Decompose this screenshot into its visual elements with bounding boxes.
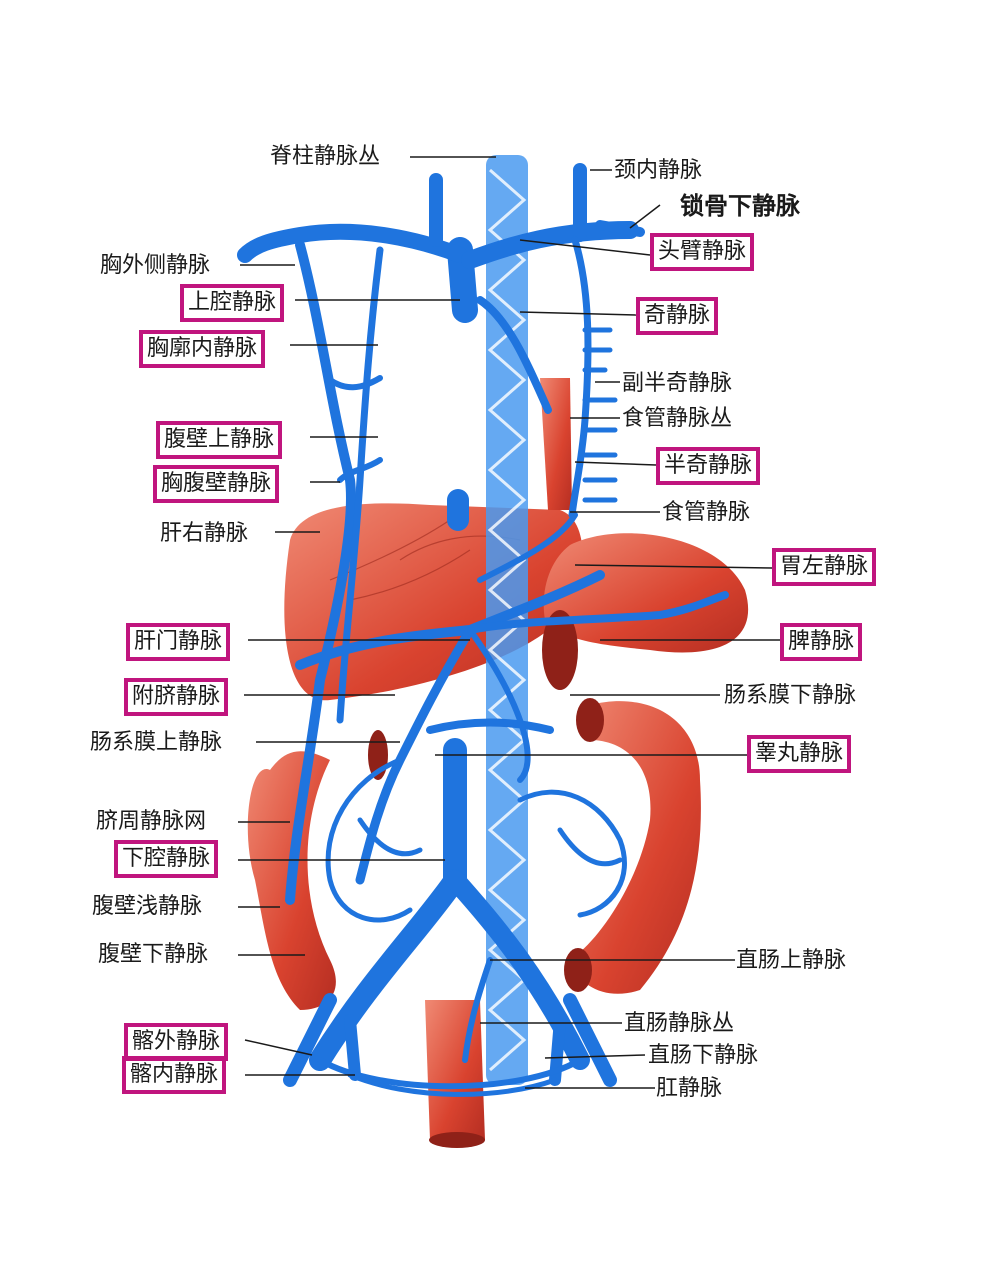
label-accessory-hemiazygos: 副半奇静脉: [622, 371, 733, 396]
label-brachiocephalic: 头臂静脉: [650, 233, 755, 271]
label-rectal-plexus: 直肠静脉丛: [624, 1011, 735, 1036]
label-superior-mesenteric: 肠系膜上静脉: [90, 730, 223, 755]
label-lateral-thoracic: 胸外侧静脉: [100, 253, 211, 278]
label-left-gastric: 胃左静脉: [772, 548, 877, 586]
rectum: [425, 1000, 485, 1148]
label-inferior-epigastric: 腹壁下静脉: [98, 942, 209, 967]
label-inferior-vena-cava: 下腔静脉: [114, 840, 219, 878]
label-internal-thoracic: 胸廓内静脉: [139, 330, 266, 368]
label-superficial-epigastric: 腹壁浅静脉: [92, 894, 203, 919]
label-thoracoepigastric: 胸腹壁静脉: [153, 465, 280, 503]
label-azygos: 奇静脉: [636, 297, 719, 335]
label-testicular: 睾丸静脉: [747, 735, 852, 773]
leader-lines: [238, 156, 780, 1089]
label-superior-epigastric: 腹壁上静脉: [156, 421, 283, 459]
label-superior-vena-cava: 上腔静脉: [180, 284, 285, 322]
label-esophageal-plexus: 食管静脉丛: [622, 406, 733, 431]
label-inferior-mesenteric: 肠系膜下静脉: [724, 683, 857, 708]
vein-network: [237, 163, 729, 1097]
label-splenic: 脾静脉: [780, 623, 863, 661]
descending-colon: [564, 698, 701, 994]
label-inferior-rectal: 直肠下静脉: [648, 1043, 759, 1068]
label-portal: 肝门静脉: [126, 623, 231, 661]
label-hemiazygos: 半奇静脉: [656, 447, 761, 485]
label-subclavian: 锁骨下静脉: [680, 192, 800, 220]
label-internal-iliac: 髂内静脉: [122, 1056, 227, 1094]
label-anal: 肛静脉: [656, 1076, 723, 1101]
stomach: [542, 533, 749, 690]
label-esophageal-vein: 食管静脉: [662, 500, 751, 525]
label-right-hepatic: 肝右静脉: [160, 521, 249, 546]
label-periumbilical-network: 脐周静脉网: [96, 809, 207, 834]
label-superior-rectal: 直肠上静脉: [736, 948, 847, 973]
label-paraumbilical: 附脐静脉: [124, 678, 229, 716]
label-internal-jugular: 颈内静脉: [614, 158, 703, 183]
label-spinal-plexus: 脊柱静脉丛: [270, 144, 381, 169]
